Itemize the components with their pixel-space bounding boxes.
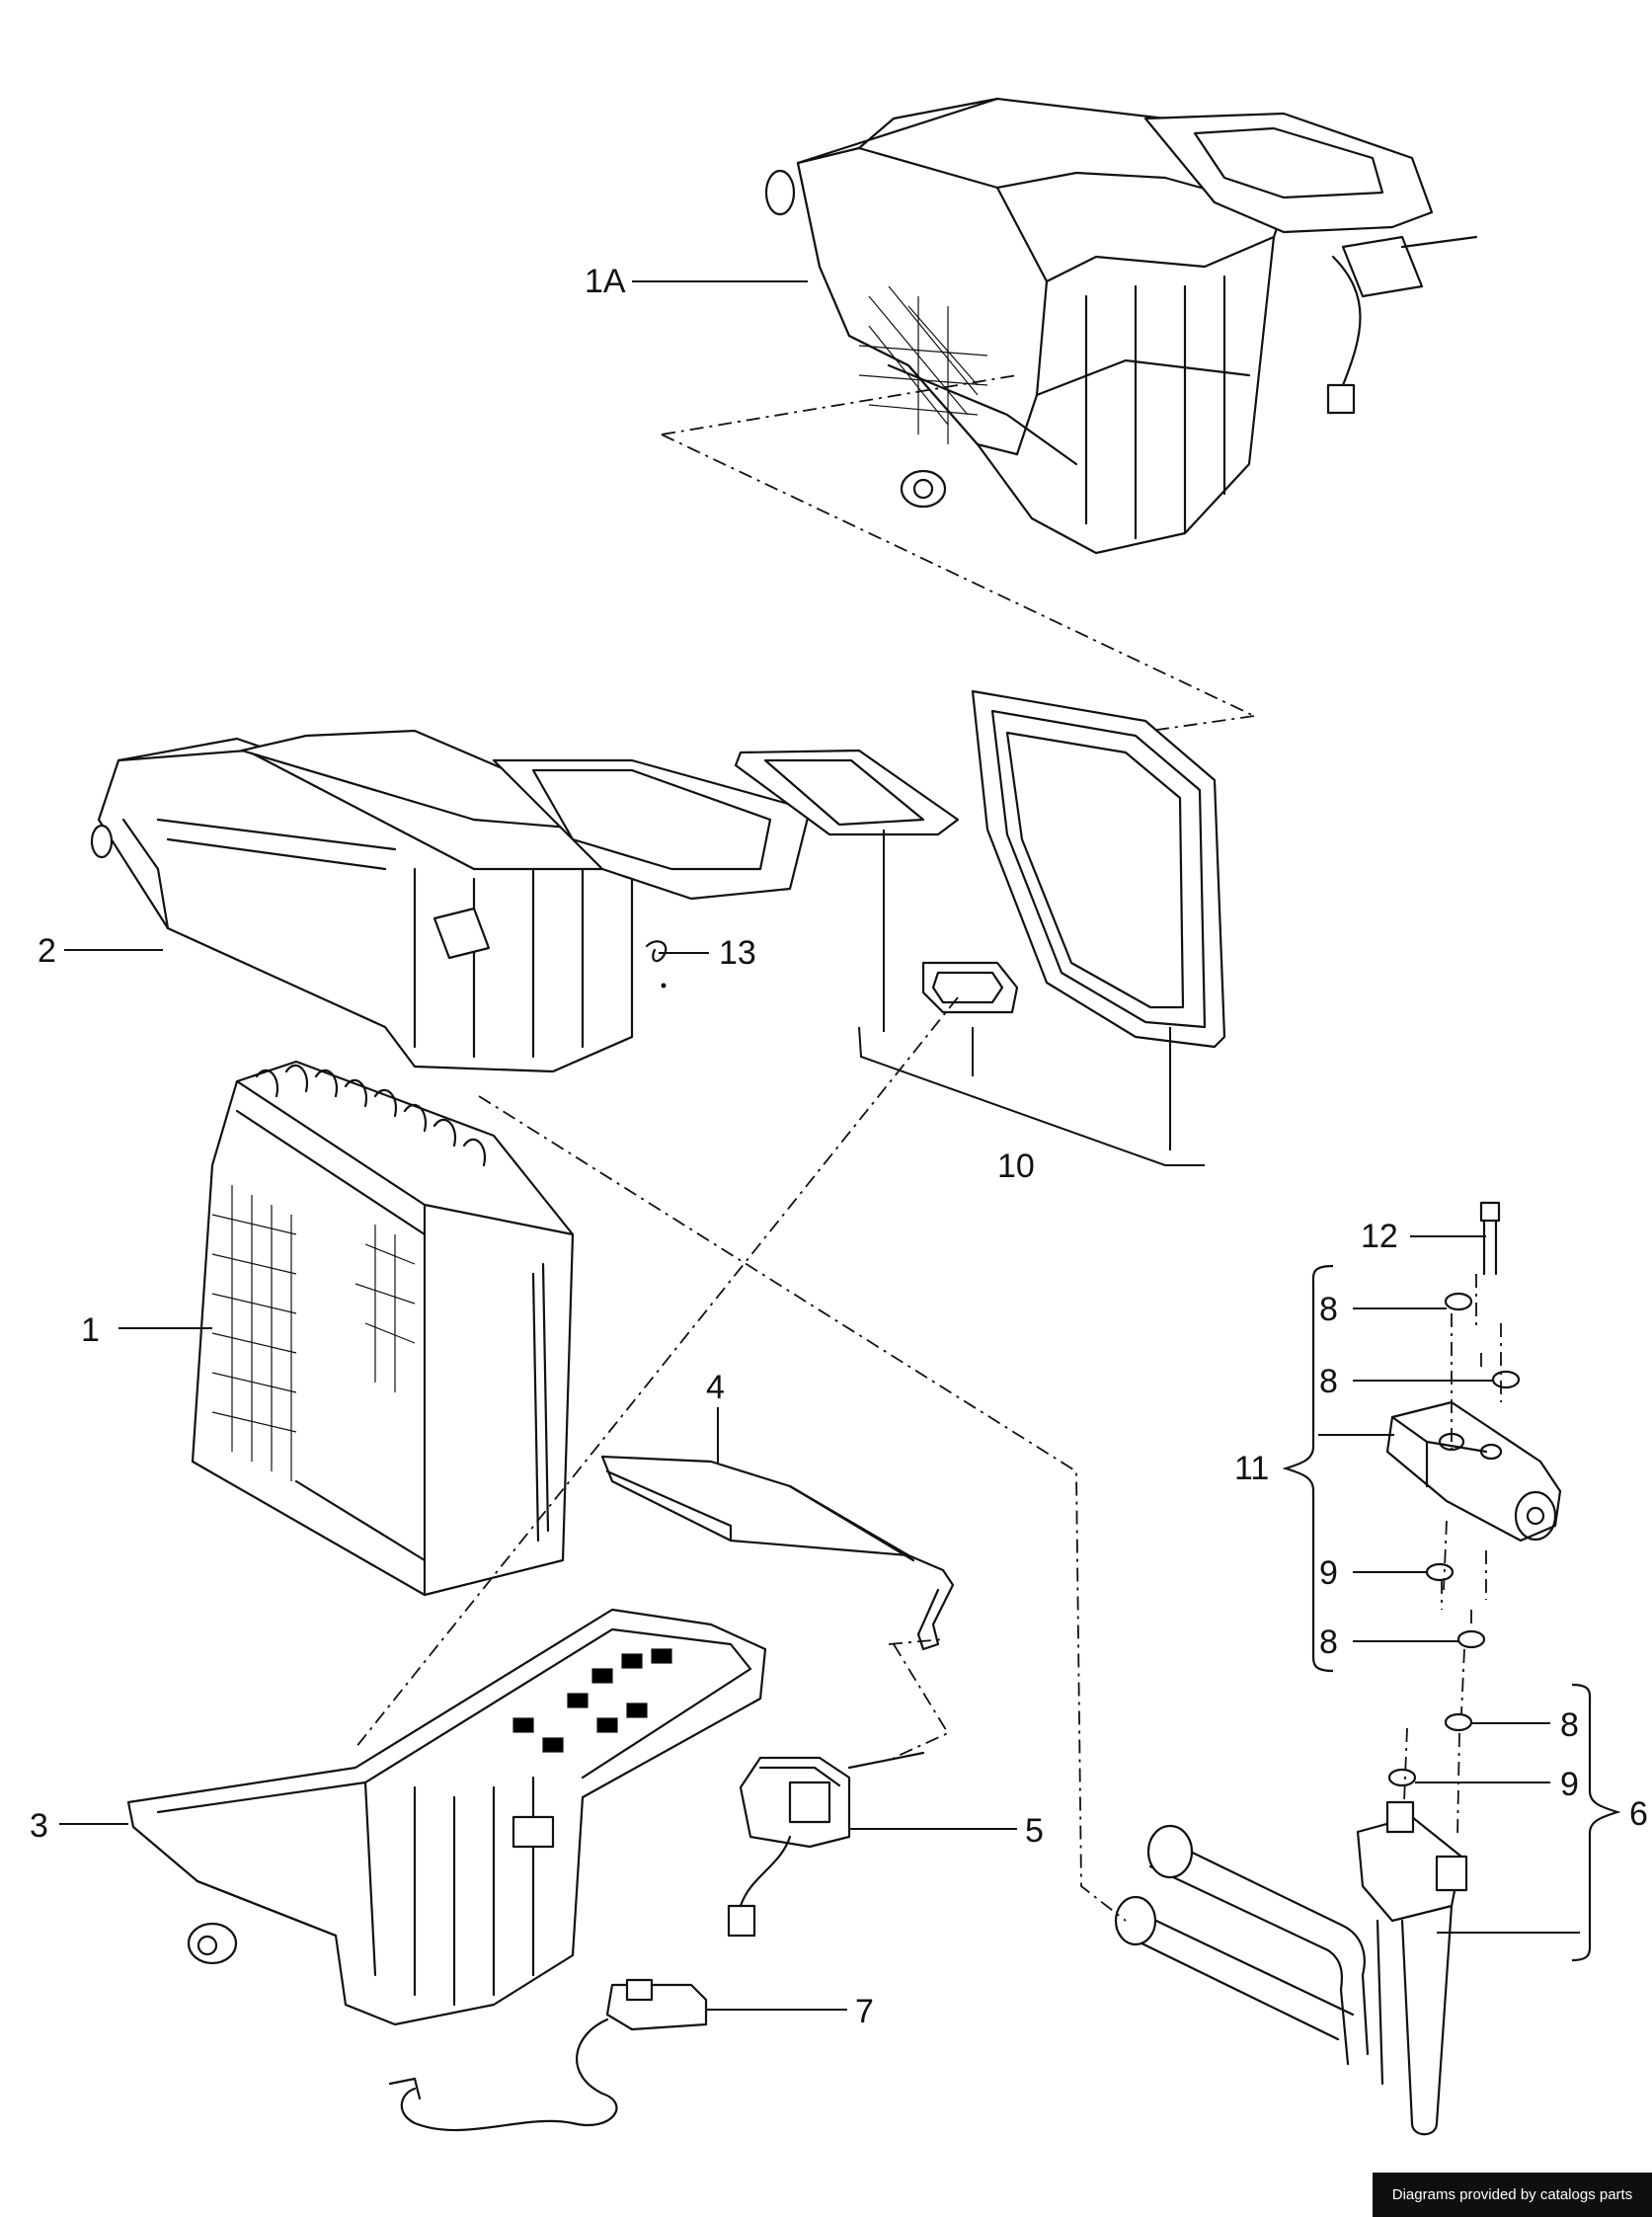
callout-8-b: 8: [1319, 1363, 1338, 1400]
bolt-12: [1479, 1201, 1501, 1276]
callout-7: 7: [855, 1993, 874, 2030]
assembly-guide-lines: [354, 374, 1502, 1922]
braces: [1282, 1264, 1621, 1962]
callout-8-c: 8: [1319, 1623, 1338, 1661]
callout-labels: 1A 2 13 10 12 1 8 8 11 4 9 8 8 3 9 6 5 7: [30, 263, 1648, 2030]
callout-1: 1: [81, 1311, 100, 1349]
callout-leaders: [59, 280, 1580, 2011]
servo-motor-5: [727, 1751, 925, 1938]
callout-8-d: 8: [1560, 1706, 1579, 1744]
lower-housing-3: [126, 1608, 767, 2026]
callout-1a: 1A: [585, 263, 626, 300]
callout-11: 11: [1234, 1450, 1269, 1487]
callout-4: 4: [706, 1369, 725, 1406]
upper-housing-2: [90, 729, 812, 1073]
credit-label: Diagrams provided by catalogs parts: [1373, 2173, 1652, 2217]
temperature-sensor-7: [388, 1978, 708, 2132]
gasket-set-10: [734, 689, 1226, 1166]
expansion-valve-11: [1385, 1400, 1562, 1543]
clip-13: [645, 940, 668, 989]
callout-12: 12: [1361, 1218, 1398, 1255]
seal-rings: [1387, 1292, 1521, 1787]
flap-4: [600, 1455, 955, 1651]
callout-9-b: 9: [1560, 1766, 1579, 1803]
callout-8-a: 8: [1319, 1291, 1338, 1328]
evaporator-core-1: [191, 1060, 575, 1597]
callout-3: 3: [30, 1807, 48, 1845]
housing-assembly-1a: [764, 97, 1478, 555]
refrigerant-lines-6: [1114, 1800, 1468, 2136]
callout-9-a: 9: [1319, 1554, 1338, 1592]
callout-10: 10: [997, 1148, 1035, 1185]
callout-6: 6: [1629, 1795, 1648, 1833]
callout-5: 5: [1025, 1812, 1044, 1850]
callout-2: 2: [38, 932, 56, 970]
callout-13: 13: [719, 934, 756, 972]
